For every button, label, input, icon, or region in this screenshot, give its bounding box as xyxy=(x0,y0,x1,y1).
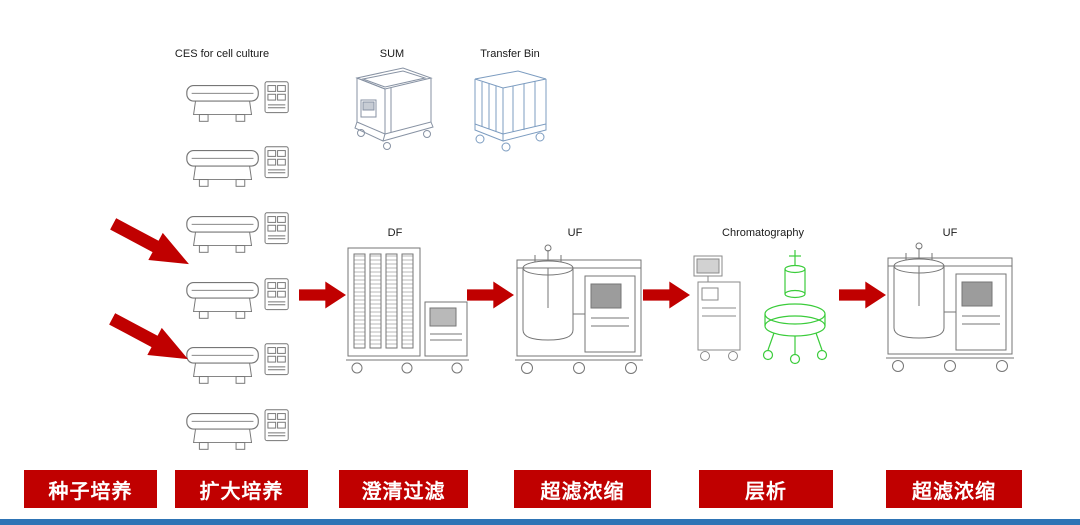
sum-illustration xyxy=(345,60,440,155)
ces-unit-3-illustration xyxy=(182,205,294,261)
ces-unit-5-illustration xyxy=(182,336,294,392)
uf2-illustration xyxy=(886,236,1014,378)
flow-arrow-to-chromatography xyxy=(643,281,690,309)
stage-banner-2: 扩大培养 xyxy=(175,470,308,508)
transfer-bin-illustration xyxy=(468,66,553,154)
stage-banner-5: 层析 xyxy=(699,470,833,508)
df-illustration xyxy=(345,242,470,380)
uf2-label: UF xyxy=(942,227,958,239)
uf1-label: UF xyxy=(567,227,583,239)
stage-banner-5-label: 层析 xyxy=(745,480,787,503)
stage-banner-3: 澄清过滤 xyxy=(339,470,468,508)
stage-banner-1-label: 种子培养 xyxy=(48,480,133,503)
sum-label: SUM xyxy=(379,48,405,60)
ces-unit-2-illustration xyxy=(182,139,294,195)
stage-banner-1: 种子培养 xyxy=(24,470,157,508)
uf1-illustration xyxy=(515,238,643,380)
flow-arrow-to-uf1 xyxy=(467,281,514,309)
chromatography-label: Chromatography xyxy=(722,227,804,239)
ces-unit-4-illustration xyxy=(182,271,294,327)
stage-banner-6-label: 超滤浓缩 xyxy=(912,480,996,503)
footer-bar xyxy=(0,519,1080,525)
ces-label: CES for cell culture xyxy=(174,48,270,60)
chromatography-illustration xyxy=(692,242,842,377)
stage-banner-6: 超滤浓缩 xyxy=(886,470,1022,508)
ces-unit-1-illustration xyxy=(182,74,294,130)
flow-arrow-to-df xyxy=(299,281,346,309)
stage-banner-4: 超滤浓缩 xyxy=(514,470,651,508)
df-label: DF xyxy=(387,227,403,239)
stage-banner-4-label: 超滤浓缩 xyxy=(540,480,625,503)
stage-banner-3-label: 澄清过滤 xyxy=(361,480,446,503)
ces-unit-6-illustration xyxy=(182,402,294,458)
flow-arrow-to-uf2 xyxy=(839,281,886,309)
transfer-bin-label: Transfer Bin xyxy=(480,48,540,60)
stage-banner-2-label: 扩大培养 xyxy=(199,480,284,503)
